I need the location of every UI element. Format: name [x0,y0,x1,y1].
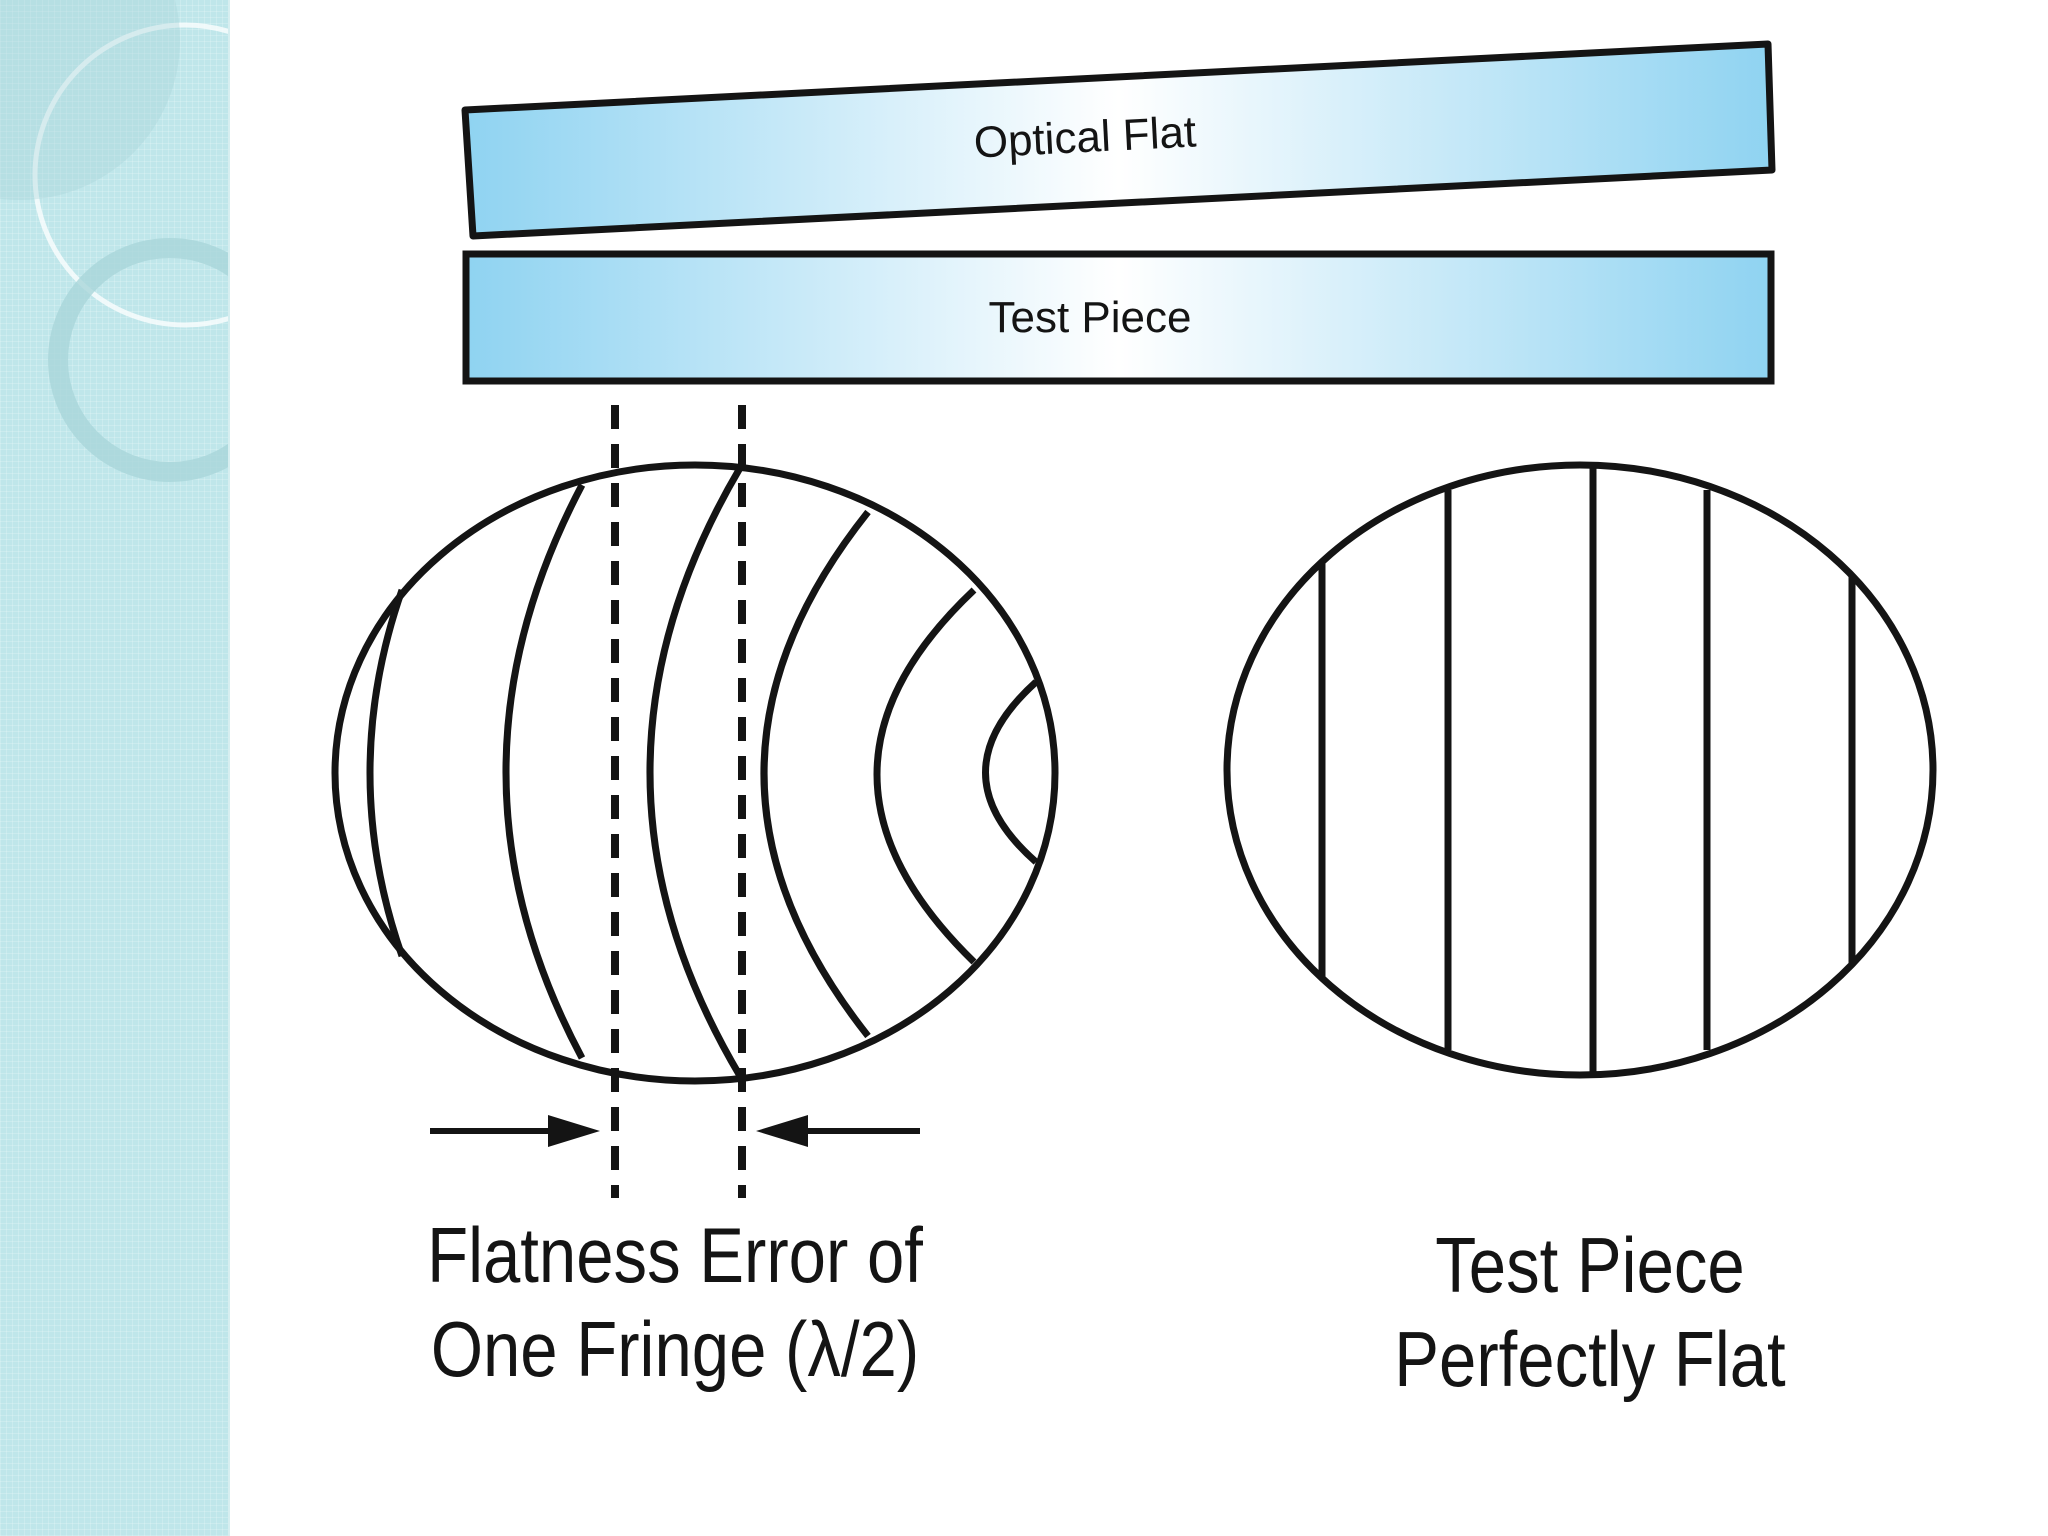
caption-left-line1: Flatness Error of [427,1211,923,1299]
left-fringe-outline [331,461,1059,1085]
fringe-width-arrows [430,1115,920,1147]
right-fringe-outline [1223,461,1937,1079]
fringe-line [982,679,1039,865]
arrow-left-head [548,1115,600,1147]
straight-fringe-pattern [1223,461,1937,1079]
caption-right-line2: Perfectly Flat [1394,1315,1786,1403]
decorative-rings [0,0,338,482]
fringe-line [873,587,977,965]
arrow-right-head [756,1115,808,1147]
test-piece-plate: Test Piece [462,250,1775,385]
caption-flatness-error: Flatness Error of One Fringe (λ/2) [310,1208,1041,1396]
fringe-spacing-markers [611,405,746,1198]
fringe-line [760,509,871,1039]
curved-fringe-pattern [331,461,1059,1085]
caption-perfectly-flat: Test Piece Perfectly Flat [1220,1218,1960,1406]
optical-flat-label: Optical Flat [973,107,1198,167]
test-piece-label: Test Piece [989,293,1192,342]
caption-right-line1: Test Piece [1435,1221,1745,1309]
fringe-line [646,466,744,1078]
decorative-side-panel [0,0,338,1536]
caption-left-line2: One Fringe (λ/2) [430,1305,920,1393]
fringe-line [366,588,406,958]
optical-flat-plate: Optical Flat [461,40,1776,240]
fringe-line [502,483,586,1060]
